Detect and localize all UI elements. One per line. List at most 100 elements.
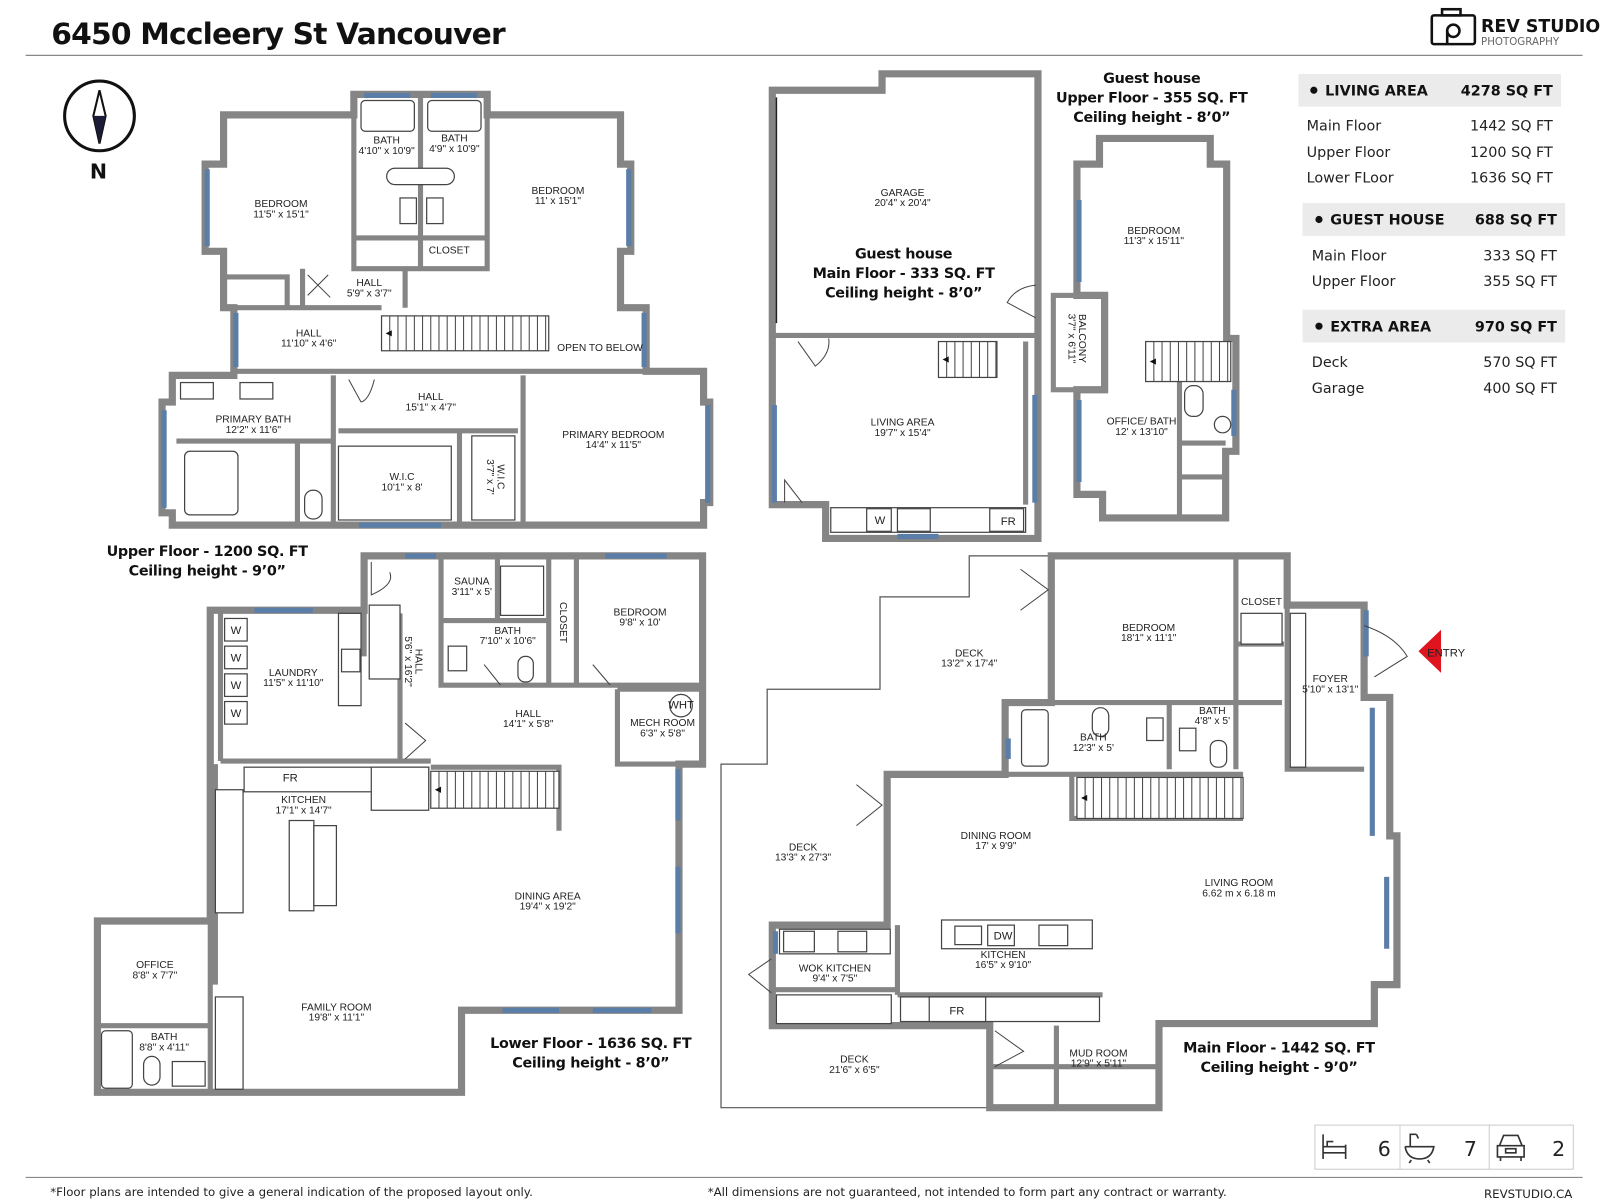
guest-upper-outer-wall — [1073, 134, 1240, 522]
room-dimensions: 13'3" x 27'3" — [775, 853, 832, 864]
room-dimensions: 11'5" x 15'1" — [253, 209, 309, 220]
summary-living-area: LIVING AREA 4278 SQ FT Main Floor 1442 S… — [1298, 73, 1562, 187]
room-dimensions: 17'1" x 14'7" — [275, 805, 332, 816]
room-name: GARAGE — [881, 188, 925, 199]
footer-website[interactable]: REVSTUDIO.CA — [1484, 1187, 1572, 1200]
room-name: BATH — [494, 626, 521, 637]
room-name: LIVING AREA — [871, 418, 935, 429]
room-label: CLOSET — [1241, 597, 1283, 608]
room-name: DINING AREA — [515, 891, 581, 902]
guest-upper-ceiling: Ceiling height - 8’0” — [1073, 110, 1230, 126]
lower-outer-wall — [93, 552, 707, 1096]
room-name: OFFICE — [136, 960, 174, 971]
room-dimensions: 12' x 13'10" — [1115, 427, 1168, 438]
summary-row-label: Garage — [1312, 381, 1365, 397]
room-name: LIVING ROOM — [1205, 878, 1273, 889]
room-name: HALL — [412, 649, 423, 675]
rev-studio-logo: REV STUDIO PHOTOGRAPHY — [1430, 7, 1600, 48]
room-dimensions: 10'1" x 8' — [381, 482, 422, 493]
room-name: WOK KITCHEN — [799, 963, 871, 974]
room-name: BEDROOM — [1122, 623, 1175, 634]
main-floor-ceiling: Ceiling height - 9’0” — [1200, 1060, 1357, 1076]
summary-heading: LIVING AREA — [1325, 83, 1429, 99]
room-name: HALL — [418, 392, 444, 403]
room-name: MUD ROOM — [1069, 1048, 1127, 1059]
room-dimensions: 16'5" x 9'10" — [975, 960, 1032, 971]
appliance-label: FR — [283, 773, 298, 785]
room-dimensions: 14'1" x 5'8" — [503, 719, 554, 730]
guest-main-outer-wall — [768, 70, 1042, 543]
room-name: BATH — [441, 134, 468, 145]
lower-fixtures — [100, 562, 693, 1090]
balcony-wall — [1050, 292, 1108, 393]
bed-icon — [1322, 1134, 1347, 1159]
room-dimensions: 18'1" x 11'1" — [1121, 633, 1177, 644]
room-name: BEDROOM — [614, 607, 667, 618]
appliance-label: FR — [949, 1005, 964, 1017]
room-name: MECH ROOM — [630, 718, 695, 729]
appliance-label: W — [231, 708, 242, 720]
area-summary: LIVING AREA 4278 SQ FT Main Floor 1442 S… — [1298, 73, 1566, 397]
main-fixtures — [747, 568, 1408, 1068]
upper-floor-plan — [158, 90, 714, 529]
logo-main-text: REV STUDIO — [1481, 17, 1600, 37]
room-dimensions: 11'3" x 15'11" — [1124, 236, 1185, 247]
camera-icon — [1430, 7, 1477, 46]
stair-outline — [1145, 340, 1232, 383]
room-name: OPEN TO BELOW — [557, 343, 643, 354]
stair-direction-arrow-icon — [942, 356, 949, 363]
room-name: DECK — [955, 648, 984, 659]
room-label: W.I.C10'1" x 8' — [381, 472, 422, 493]
room-name: BATH — [1199, 706, 1226, 717]
room-label: OPEN TO BELOW — [557, 343, 643, 354]
room-name: SAUNA — [454, 577, 489, 588]
room-name: DECK — [840, 1055, 869, 1066]
room-name: FAMILY ROOM — [301, 1002, 371, 1013]
compass-north-label: N — [90, 159, 107, 183]
room-name: BATH — [373, 136, 400, 147]
summary-total: 688 SQ FT — [1475, 213, 1557, 229]
room-dimensions: 5'9" x 3'7" — [347, 288, 392, 299]
summary-row-value: 333 SQ FT — [1483, 249, 1557, 265]
room-name: LAUNDRY — [269, 668, 318, 679]
room-dimensions: 21'6" x 6'5" — [829, 1065, 880, 1076]
room-dimensions: 3'7" x 7' — [484, 459, 495, 495]
upper-floor-caption: Upper Floor - 1200 SQ. FT — [107, 544, 309, 560]
room-dimensions: 4'10" x 10'9" — [359, 146, 416, 157]
room-dimensions: 20'4" x 20'4" — [874, 198, 931, 209]
summary-row-value: 400 SQ FT — [1483, 381, 1557, 397]
room-dimensions: 11' x 15'1" — [535, 196, 581, 207]
summary-total: 970 SQ FT — [1475, 319, 1557, 335]
bullet-icon — [1315, 215, 1323, 224]
stair-direction-arrow-icon — [1149, 358, 1156, 365]
room-name: PRIMARY BATH — [215, 415, 291, 426]
entry-arrow-icon — [1418, 629, 1442, 673]
guest-upper-fixtures — [1184, 385, 1232, 434]
guest-upper-interior-walls — [1176, 381, 1226, 518]
footer-note-right: *All dimensions are not guaranteed, not … — [708, 1185, 1227, 1199]
guest-upper-caption-title: Guest house — [1103, 71, 1201, 87]
room-dimensions: 13'2" x 17'4" — [941, 659, 998, 670]
room-dimensions: 17' x 9'9" — [975, 841, 1017, 852]
room-dimensions: 9'8" x 10' — [619, 618, 660, 629]
car-icon — [1496, 1134, 1525, 1162]
stair-direction-arrow-icon — [1081, 794, 1088, 802]
